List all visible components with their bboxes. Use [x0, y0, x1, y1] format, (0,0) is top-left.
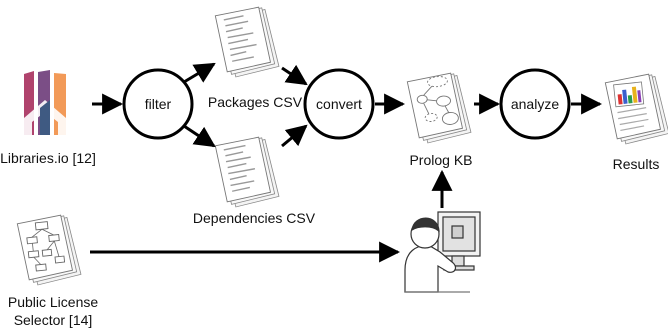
person-at-computer-icon — [404, 211, 481, 293]
public-license-selector-document-icon — [16, 213, 83, 287]
logo-bar-4 — [40, 100, 50, 135]
libraries-io-logo-icon — [24, 70, 66, 135]
analyze-node — [499, 68, 571, 140]
dependencies-csv-document-icon — [214, 135, 281, 209]
arrow-packages-convert — [281, 64, 308, 86]
results-label: Results — [612, 156, 660, 172]
public-license-selector-label-line2: Selector [14] — [13, 312, 93, 328]
filter-label: filter — [144, 96, 172, 112]
arrow-filter-dependencies — [183, 124, 216, 148]
arrow-dependencies-convert — [281, 124, 308, 148]
public-license-selector-label-line1: Public License — [7, 294, 99, 310]
connector-arrows — [90, 62, 603, 263]
prolog-kb-document-icon — [406, 71, 473, 145]
packages-csv-label: Packages CSV — [207, 94, 303, 110]
analyze-label: analyze — [510, 96, 560, 112]
libraries-io-label: Libraries.io [12] — [0, 150, 96, 166]
results-document-icon — [604, 72, 668, 146]
dependencies-csv-label: Dependencies CSV — [192, 210, 316, 226]
convert-label: convert — [316, 96, 362, 112]
packages-csv-document-icon — [214, 5, 281, 79]
prolog-kb-label: Prolog KB — [409, 152, 473, 168]
arrow-filter-packages — [183, 62, 216, 84]
filter-node — [122, 68, 194, 140]
convert-node — [303, 68, 375, 140]
